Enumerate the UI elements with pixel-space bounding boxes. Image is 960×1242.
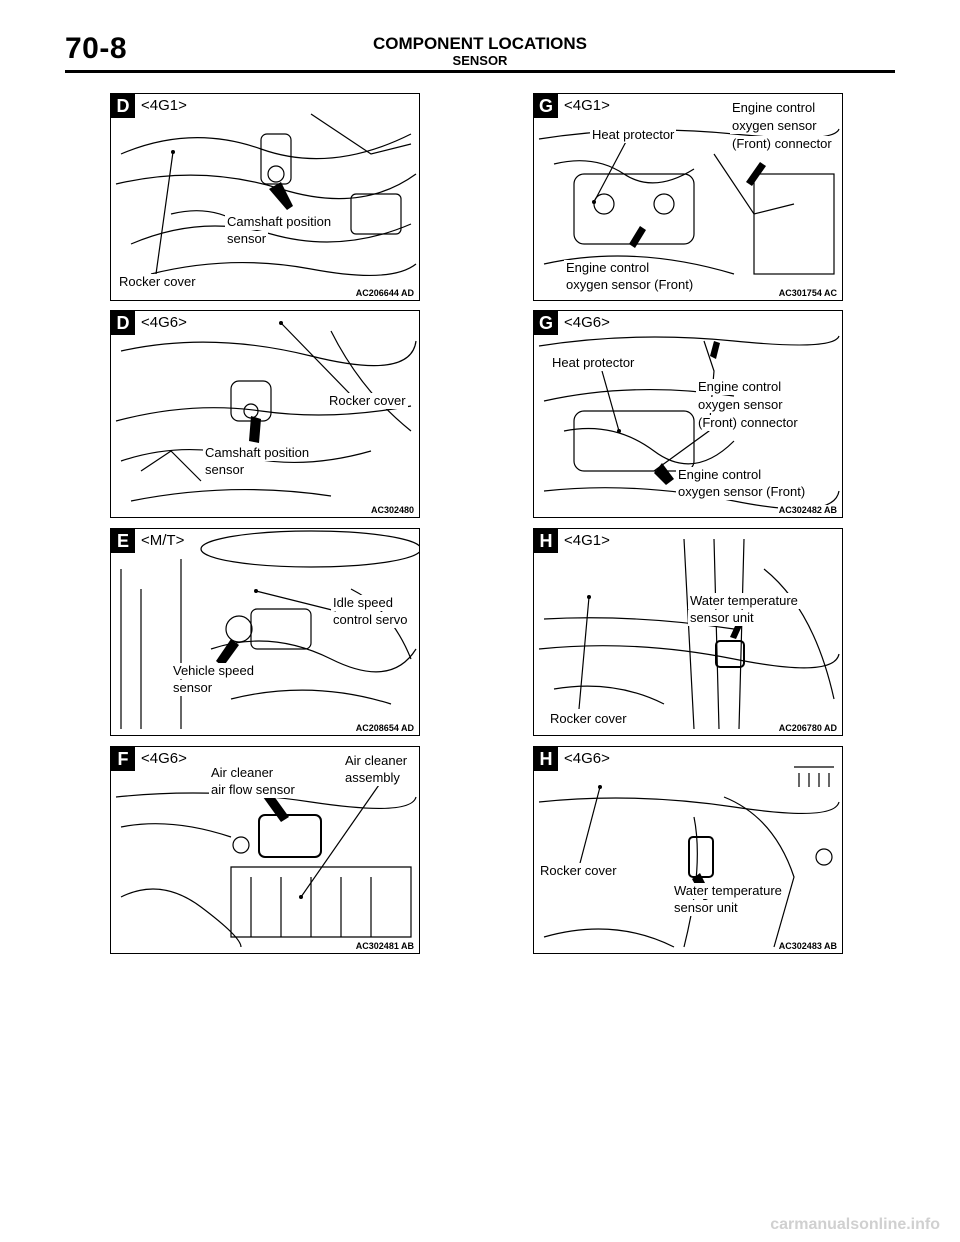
section-letter-badge: G [534, 311, 558, 335]
air-cleaner-illustration [115, 781, 417, 948]
section-letter-badge: E [111, 529, 135, 553]
callout-label: Rocker cover [548, 711, 629, 727]
callout-label: Engine control [696, 379, 784, 395]
engine-variant-label: <M/T> [139, 532, 187, 549]
figure-id: AC302480 [369, 505, 415, 515]
engine-variant-label: <4G1> [562, 532, 612, 549]
callout-label: air flow sensor [209, 782, 297, 798]
figure-panel-g-4g6: G <4G6> Heat protector Engine control ox… [533, 310, 843, 518]
engine-illustration [115, 113, 417, 277]
figure-panel-f-4g6: F <4G6> Air cleaner air flow sensor Air … [110, 746, 420, 954]
engine-variant-label: <4G1> [562, 97, 612, 114]
figure-panel-h-4g1: H <4G1> Water temperature sensor unit Ro… [533, 528, 843, 736]
figure-id: AC206644 AD [354, 288, 415, 298]
section-letter-badge: G [534, 94, 558, 118]
callout-label: Water temperature [672, 883, 784, 899]
engine-variant-label: <4G6> [562, 314, 612, 331]
callout-label: sensor [203, 462, 247, 478]
engine-variant-label: <4G1> [139, 97, 189, 114]
figure-panel-g-4g1: G <4G1> Heat protector Engine control ox… [533, 93, 843, 301]
callout-label: Engine control [564, 260, 652, 276]
callout-label: Camshaft position [203, 445, 312, 461]
callout-label: Heat protector [590, 127, 677, 143]
figure-id: AC302483 AB [777, 941, 838, 951]
figure-id: AC208654 AD [354, 723, 415, 733]
thermostat-housing-illustration [538, 766, 840, 948]
section-letter-badge: D [111, 94, 135, 118]
callout-label: oxygen sensor (Front) [676, 484, 808, 500]
engine-variant-label: <4G6> [139, 314, 189, 331]
callout-label: Engine control [676, 467, 764, 483]
figure-id: AC301754 AC [777, 288, 838, 298]
section-letter-badge: H [534, 529, 558, 553]
callout-label: oxygen sensor [730, 118, 819, 134]
callout-label: Rocker cover [538, 863, 619, 879]
header-rule [65, 70, 895, 73]
callout-label: Camshaft position [225, 214, 334, 230]
figure-panel-d-4g6: D <4G6> Rocker cover Camshaft position s… [110, 310, 420, 518]
callout-label: control servo [331, 612, 410, 628]
callout-label: (Front) connector [696, 415, 800, 431]
callout-label: oxygen sensor [696, 397, 785, 413]
thermostat-housing-illustration [538, 538, 840, 730]
callout-label: Air cleaner [343, 753, 410, 769]
callout-label: Rocker cover [327, 393, 408, 409]
engine-illustration [115, 321, 417, 502]
watermark: carmanualsonline.info [770, 1216, 940, 1233]
figure-panel-d-4g1: D <4G1> Camshaft position sensor Rocker … [110, 93, 420, 301]
callout-label: sensor unit [672, 900, 740, 916]
callout-label: Idle speed [331, 595, 395, 611]
page-subtitle: SENSOR [452, 53, 508, 68]
page-title: COMPONENT LOCATIONS [372, 34, 588, 53]
callout-label: sensor unit [688, 610, 756, 626]
figure-panel-e-mt: E <M/T> Idle speed control servo Vehicle… [110, 528, 420, 736]
section-letter-badge: F [111, 747, 135, 771]
callout-label: oxygen sensor (Front) [564, 277, 696, 293]
callout-label: Heat protector [550, 355, 637, 371]
section-letter-badge: D [111, 311, 135, 335]
callout-label: Vehicle speed [171, 663, 256, 679]
callout-label: sensor [225, 231, 269, 247]
callout-label: Air cleaner [209, 765, 276, 781]
callout-label: Rocker cover [117, 274, 198, 290]
callout-label: Water temperature [688, 593, 800, 609]
section-letter-badge: H [534, 747, 558, 771]
callout-label: Engine control [730, 100, 818, 116]
engine-variant-label: <4G6> [562, 750, 612, 767]
transmission-illustration [120, 530, 419, 729]
figure-id: AC302482 AB [777, 505, 838, 515]
figure-id: AC302481 AB [354, 941, 415, 951]
engine-variant-label: <4G6> [139, 750, 189, 767]
callout-label: (Front) connector [730, 136, 834, 152]
callout-label: sensor [171, 680, 215, 696]
figure-id: AC206780 AD [777, 723, 838, 733]
callout-label: assembly [343, 770, 402, 786]
page-number: 70-8 [65, 32, 128, 65]
figure-panel-h-4g6: H <4G6> Rocker cover Water temperature s… [533, 746, 843, 954]
